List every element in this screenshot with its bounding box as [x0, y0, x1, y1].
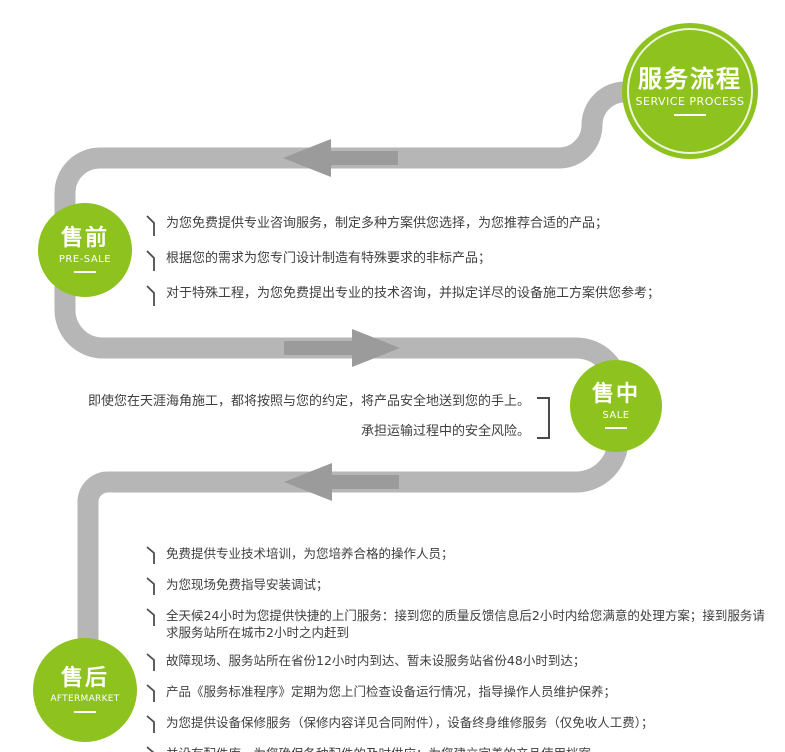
item-marker-icon [146, 546, 155, 564]
sale-line: 承担运输过程中的安全风险。 [360, 424, 530, 439]
pre-sale-list: 为您免费提供专业咨询服务，制定多种方案供您选择，为您推荐合适的产品； 根据您的需… [146, 214, 706, 319]
circle-underline [674, 113, 706, 116]
item-marker-icon [146, 250, 155, 271]
list-item-text: 故障现场、服务站所在省份12小时内到达、暂未设服务站省份48小时到达； [166, 653, 586, 668]
stage-badge-after-sale: 售后 AFTERMARKET [33, 638, 137, 742]
item-marker-icon [146, 608, 155, 626]
flow-arrow-left-top-icon [283, 139, 398, 177]
list-item-text: 对于特殊工程，为您免费提出专业的技术咨询，并拟定详尽的设备施工方案供您参考； [166, 286, 661, 301]
list-item: 免费提供专业技术培训，为您培养合格的操作人员； [146, 545, 771, 565]
list-item: 全天候24小时为您提供快捷的上门服务：接到您的质量反馈信息后2小时内给您满意的处… [146, 607, 771, 641]
flow-arrow-right-middle-icon [284, 329, 400, 367]
header-badge-title: 服务流程 [638, 65, 742, 94]
stage-badge-header: 服务流程 SERVICE PROCESS [622, 23, 758, 159]
pre-sale-badge-subtitle: PRE-SALE [58, 254, 112, 266]
list-item-text: 根据您的需求为您专门设计制造有特殊要求的非标产品； [166, 251, 492, 266]
list-item: 并设有配件库，为您确保各种配件的及时供应；为您建立完善的产品使用档案。 [146, 745, 771, 752]
item-marker-icon [146, 715, 155, 733]
flow-path [54, 81, 700, 690]
circle-underline [74, 271, 96, 274]
list-item: 根据您的需求为您专门设计制造有特殊要求的非标产品； [146, 249, 706, 272]
list-item-text: 为您提供设备保修服务（保修内容详见合同附件），设备终身维修服务（仅免收人工费）； [166, 715, 654, 730]
flow-arrow-left-bottom-icon [284, 463, 399, 501]
list-item-text: 为您现场免费指导安装调试； [166, 577, 329, 592]
header-badge-subtitle: SERVICE PROCESS [635, 94, 745, 108]
list-item-text: 产品《服务标准程序》定期为您上门检查设备运行情况，指导操作人员维护保养； [166, 684, 617, 699]
list-item-text: 全天候24小时为您提供快捷的上门服务：接到您的质量反馈信息后2小时内给您满意的处… [166, 608, 765, 640]
after-sale-badge-title: 售后 [60, 666, 109, 692]
sale-badge-subtitle: SALE [602, 410, 630, 422]
list-item: 为您现场免费指导安装调试； [146, 576, 771, 596]
list-item-text: 为您免费提供专业咨询服务，制定多种方案供您选择，为您推荐合适的产品； [166, 216, 609, 231]
after-sale-badge-subtitle: AFTERMARKET [50, 693, 120, 704]
pre-sale-badge-title: 售前 [60, 225, 109, 251]
item-marker-icon [146, 746, 155, 752]
item-marker-icon [146, 215, 155, 236]
item-marker-icon [146, 577, 155, 595]
list-item: 产品《服务标准程序》定期为您上门检查设备运行情况，指导操作人员维护保养； [146, 683, 771, 703]
stage-badge-pre-sale: 售前 PRE-SALE [38, 203, 132, 297]
after-sale-list: 免费提供专业技术培训，为您培养合格的操作人员； 为您现场免费指导安装调试； 全天… [146, 545, 771, 752]
circle-underline [74, 710, 96, 713]
item-marker-icon [146, 653, 155, 671]
list-item: 为您提供设备保修服务（保修内容详见合同附件），设备终身维修服务（仅免收人工费）； [146, 714, 771, 734]
sale-bracket [537, 397, 550, 439]
list-item: 故障现场、服务站所在省份12小时内到达、暂未设服务站省份48小时到达； [146, 652, 771, 672]
item-marker-icon [146, 285, 155, 306]
sale-line: 即使您在天涯海角施工，都将按照与您的约定，将产品安全地送到您的手上。 [87, 394, 530, 409]
circle-underline [605, 427, 627, 430]
sale-text-block: 即使您在天涯海角施工，都将按照与您的约定，将产品安全地送到您的手上。 承担运输过… [60, 392, 530, 452]
list-item: 对于特殊工程，为您免费提出专业的技术咨询，并拟定详尽的设备施工方案供您参考； [146, 284, 706, 307]
sale-badge-title: 售中 [591, 381, 640, 407]
stage-badge-sale: 售中 SALE [570, 360, 662, 452]
list-item: 为您免费提供专业咨询服务，制定多种方案供您选择，为您推荐合适的产品； [146, 214, 706, 237]
list-item-text: 并设有配件库，为您确保各种配件的及时供应；为您建立完善的产品使用档案。 [166, 745, 604, 752]
list-item-text: 免费提供专业技术培训，为您培养合格的操作人员； [166, 546, 454, 561]
item-marker-icon [146, 684, 155, 702]
